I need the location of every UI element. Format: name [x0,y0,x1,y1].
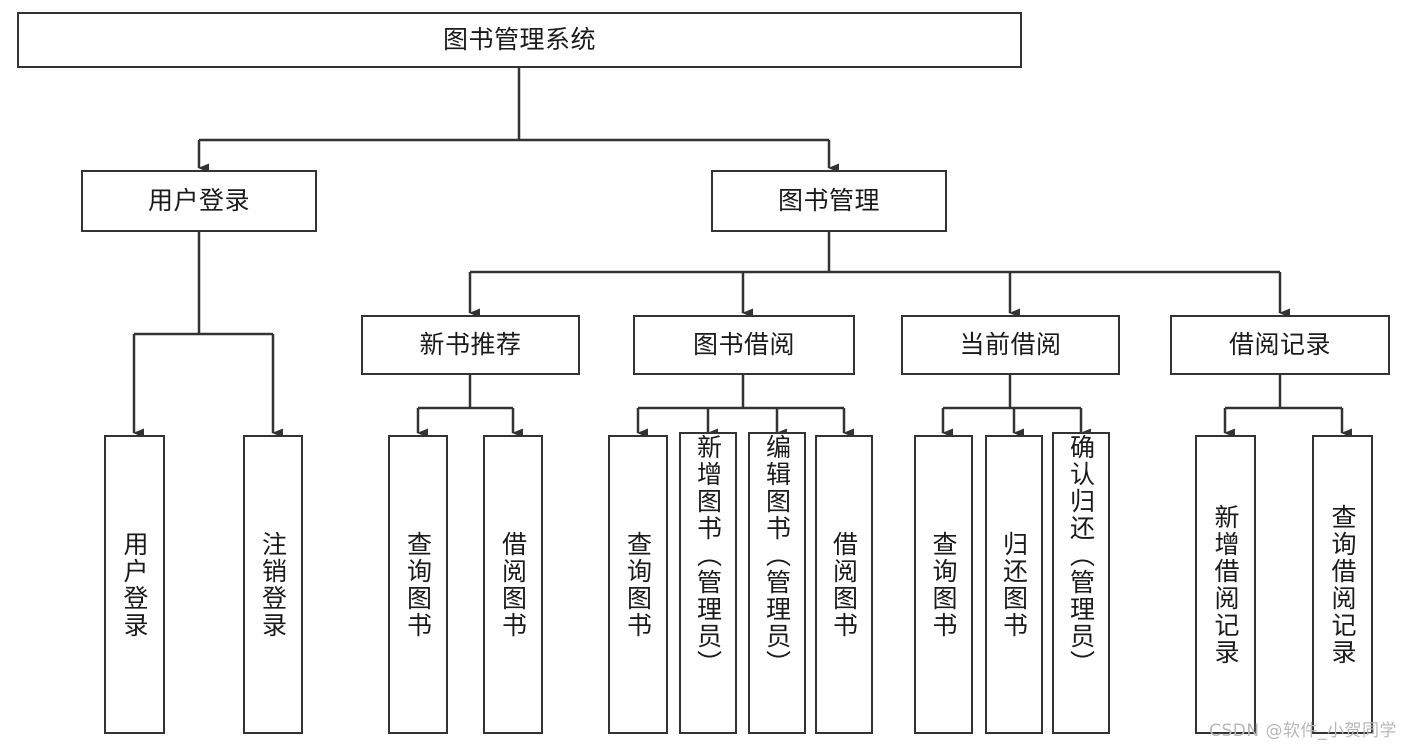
node-level3-0[interactable]: 新书推荐 [361,315,580,375]
node-level3-1[interactable]: 图书借阅 [633,315,855,375]
node-label: 用户登录 [120,530,149,639]
node-leaf-8[interactable]: 查询图书 [914,435,973,734]
node-label: 新书推荐 [419,330,522,360]
node-leaf-12[interactable]: 查询借阅记录 [1312,435,1373,734]
node-label: 图书管理系统 [442,25,596,55]
node-label: 图书管理 [777,186,880,216]
node-label: 注销登录 [258,530,288,639]
node-leaf-7[interactable]: 借阅图书 [815,435,873,734]
node-level3-2[interactable]: 当前借阅 [901,315,1120,375]
node-leaf-0[interactable]: 用户登录 [104,435,165,734]
node-level3-3[interactable]: 借阅记录 [1170,315,1390,375]
node-level2-0[interactable]: 用户登录 [81,170,317,232]
node-level2-1[interactable]: 图书管理 [711,170,947,232]
node-label: 编辑图书（管理员） [762,434,792,677]
node-leaf-11[interactable]: 新增借阅记录 [1195,435,1256,734]
node-leaf-10[interactable]: 确认归还（管理员） [1052,432,1110,734]
node-leaf-4[interactable]: 查询图书 [608,435,668,734]
node-label: 借阅图书 [498,530,528,639]
node-leaf-2[interactable]: 查询图书 [388,435,448,734]
node-label: 图书借阅 [692,330,795,360]
node-leaf-6[interactable]: 编辑图书（管理员） [748,432,806,734]
node-label: 用户登录 [147,186,250,216]
node-label: 确认归还（管理员） [1066,434,1096,677]
node-label: 借阅记录 [1228,330,1331,360]
node-leaf-3[interactable]: 借阅图书 [483,435,543,734]
node-label: 归还图书 [999,530,1029,639]
node-leaf-5[interactable]: 新增图书（管理员） [679,432,737,734]
node-leaf-1[interactable]: 注销登录 [243,435,303,734]
connector-lines [132,68,1352,438]
node-label: 查询借阅记录 [1328,503,1357,666]
node-root-图书管理系统[interactable]: 图书管理系统 [17,12,1022,68]
node-label: 当前借阅 [959,330,1062,360]
node-label: 查询图书 [623,530,653,639]
node-label: 借阅图书 [829,530,859,639]
node-label: 查询图书 [403,530,433,639]
node-label: 查询图书 [929,530,958,639]
node-label: 新增图书（管理员） [693,434,723,677]
node-label: 新增借阅记录 [1211,503,1240,666]
node-leaf-9[interactable]: 归还图书 [985,435,1043,734]
